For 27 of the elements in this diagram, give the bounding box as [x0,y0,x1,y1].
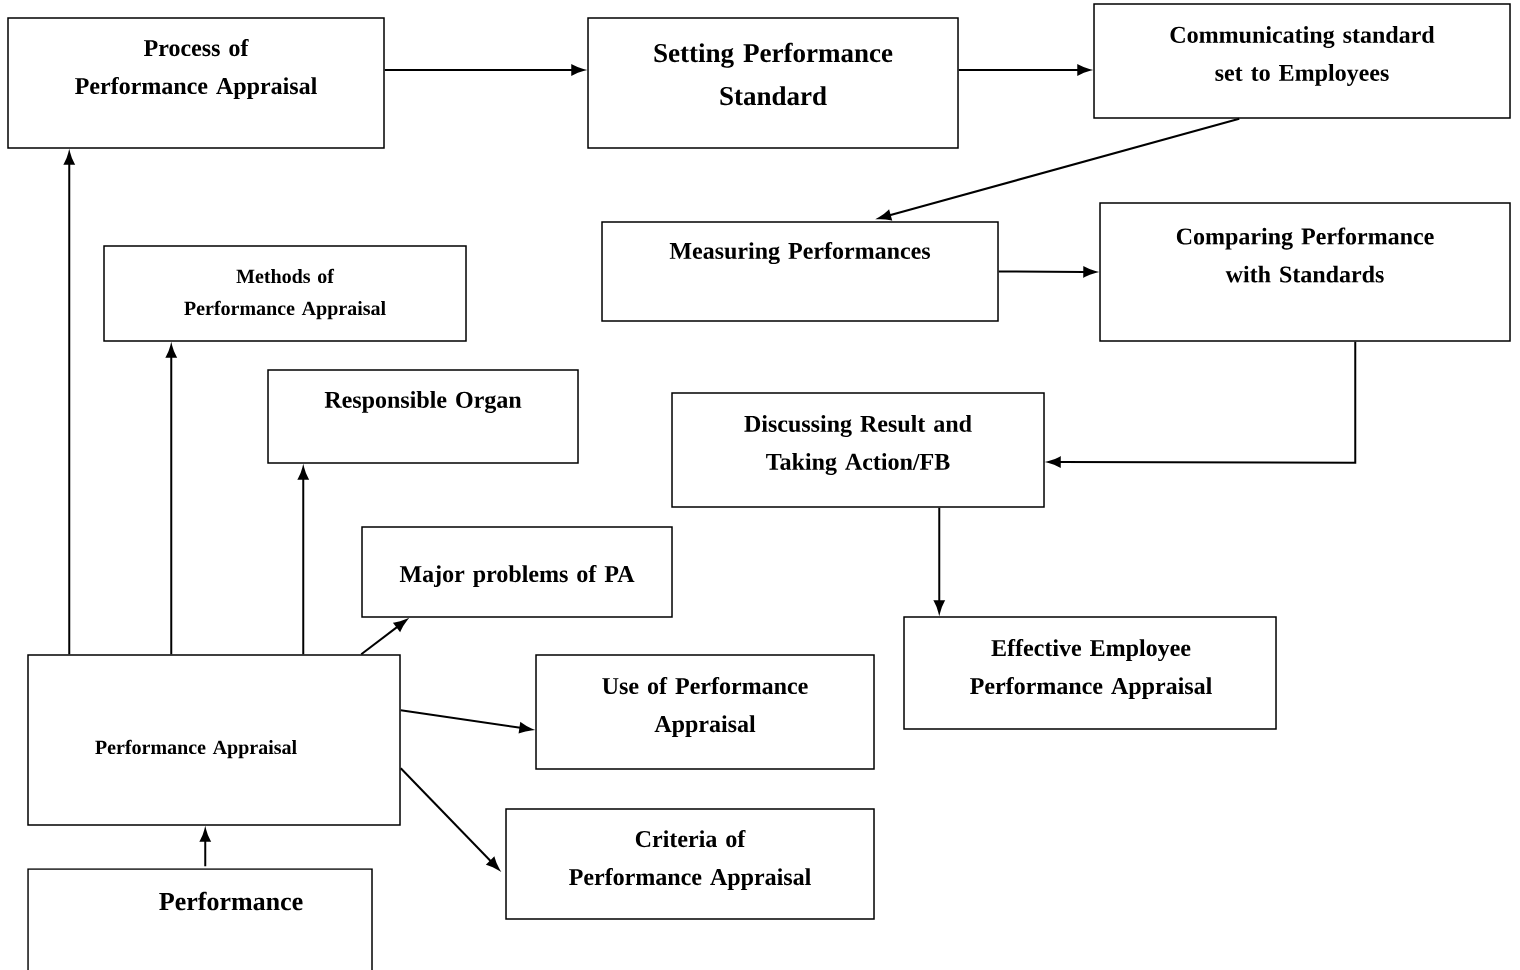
arrow [1047,340,1357,468]
process-box: Process of Performance Appraisal [7,17,385,149]
process-box: Responsible Organ [267,369,579,464]
process-box: Discussing Result and Taking Action/FB [671,392,1045,508]
process-box: Communicating standard set to Employees [1093,3,1511,119]
process-box: Use of Performance Appraisal [535,654,875,770]
arrow [298,466,309,656]
process-box: Major problems of PA [361,526,673,618]
process-box: Methods of Performance Appraisal [103,245,467,342]
arrow [997,266,1097,278]
arrow [383,64,585,76]
process-box: Criteria of Performance Appraisal [505,808,875,920]
process-box: Comparing Performance with Standards [1099,202,1511,342]
process-box: Measuring Performances [601,221,999,322]
arrow [360,619,407,656]
arrow [957,64,1091,76]
arrow [399,767,500,871]
arrow [399,709,533,734]
arrow [878,117,1241,221]
process-box: Performance [27,868,373,970]
arrow [934,506,945,614]
process-box: Setting Performance Standard [587,17,959,149]
process-box: Performance Appraisal [27,654,401,826]
arrow [200,828,211,868]
arrow [64,151,75,656]
arrow [166,344,177,656]
process-box: Effective Employee Performance Appraisal [903,616,1277,730]
